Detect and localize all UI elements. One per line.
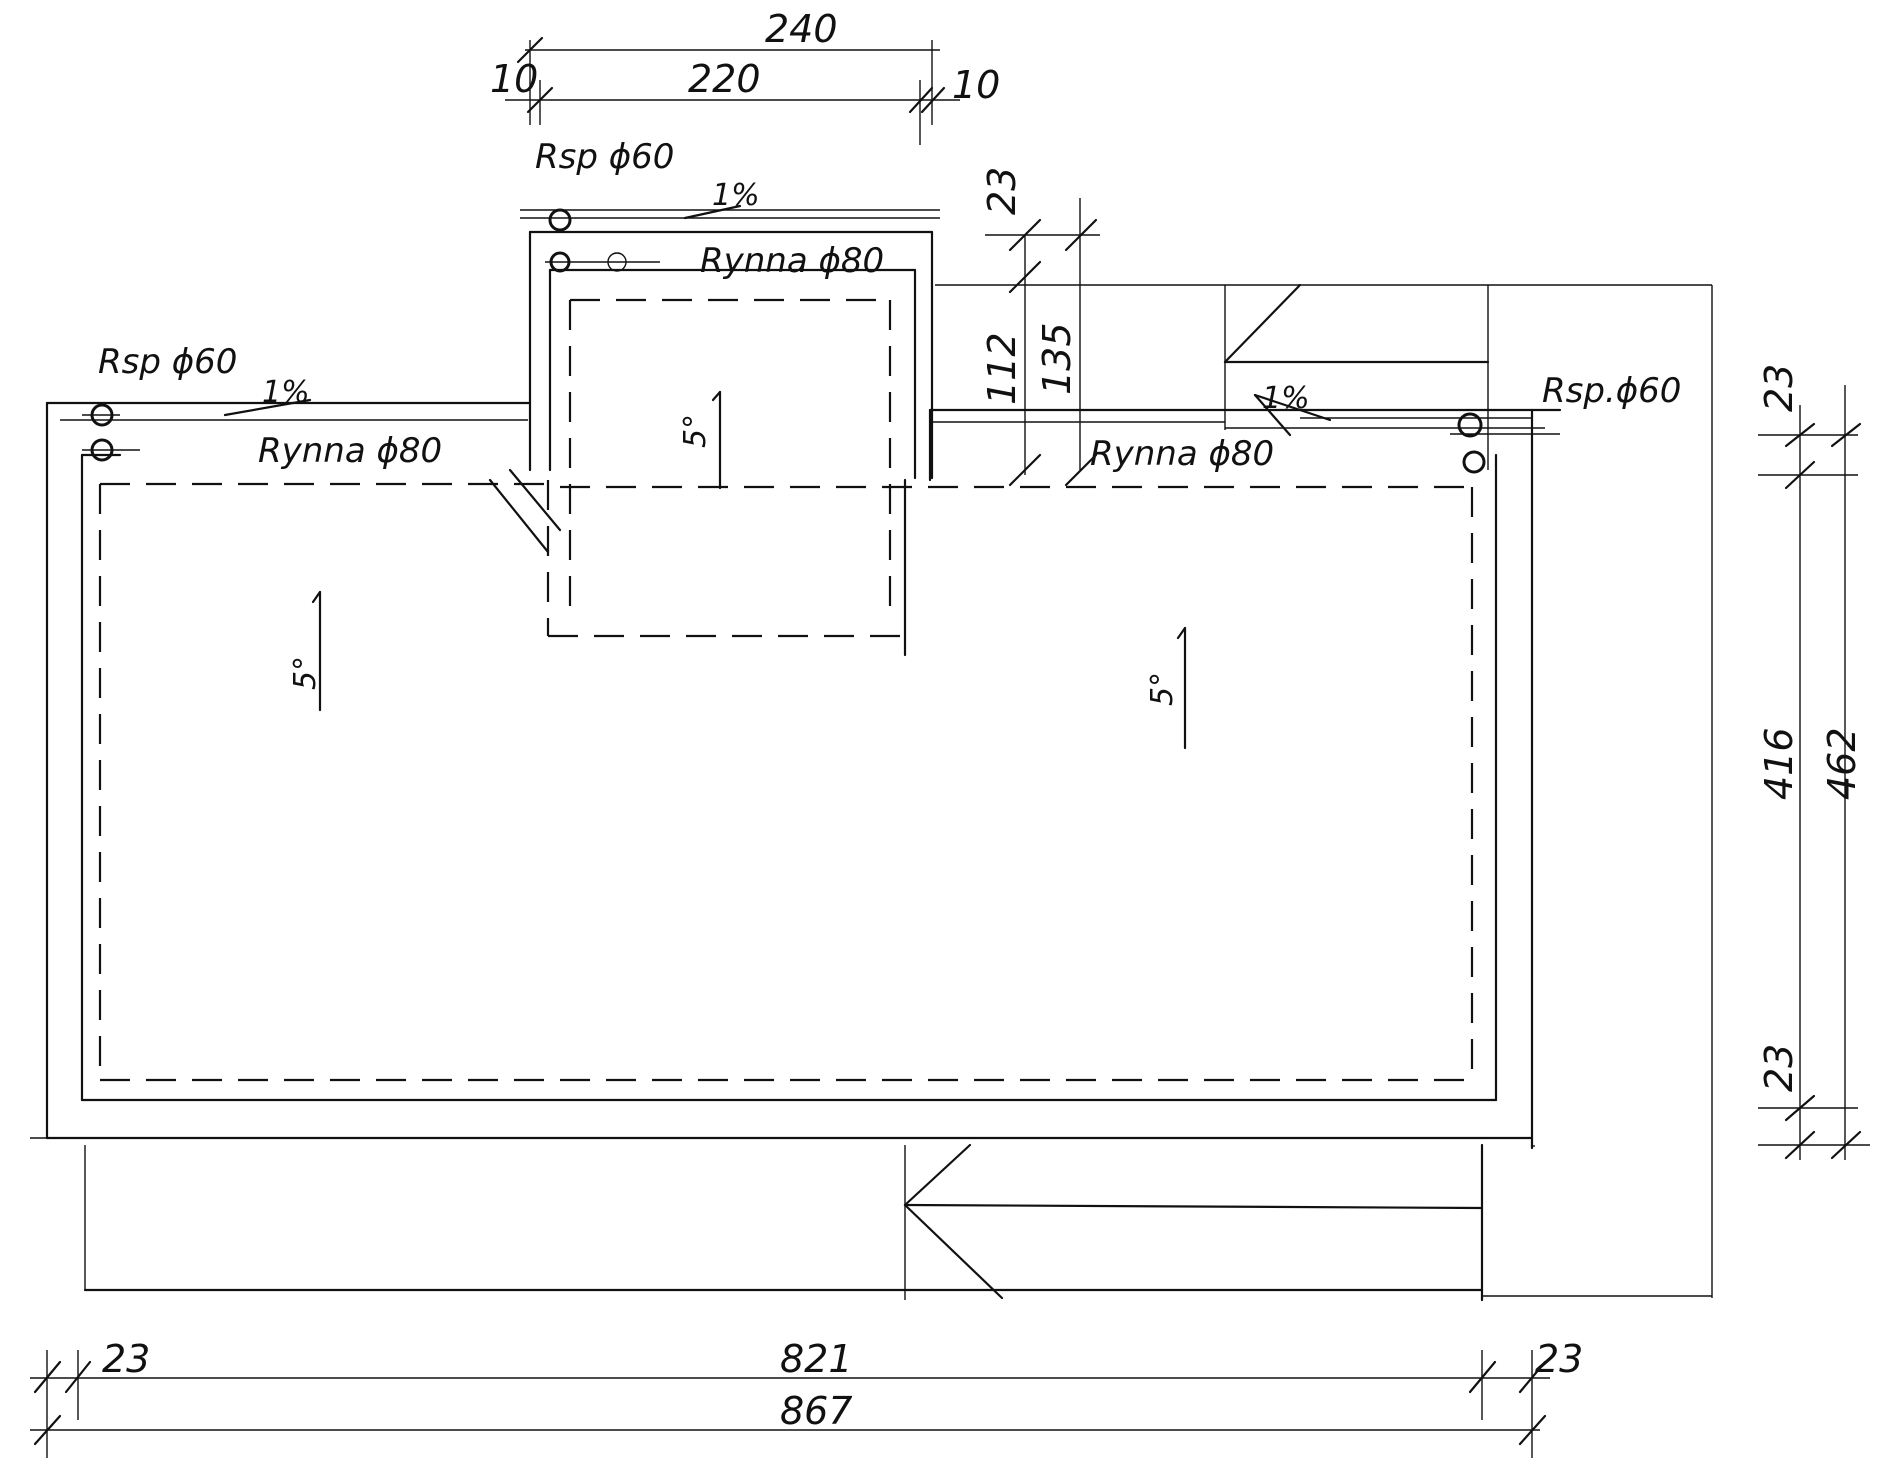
gutters (60, 417, 1532, 421)
dim-far-right (1758, 385, 1870, 1160)
dim-far-right-top: 23 (1757, 364, 1801, 412)
pitch-arrows (311, 390, 1187, 750)
dim-far-right-inner: 416 (1757, 727, 1801, 800)
annex-outline (520, 209, 940, 657)
label-rynna-right: Rynna ϕ80 (1090, 434, 1274, 474)
bottom-extension (83, 1143, 1712, 1302)
dim-bottom-outer: 867 (780, 1389, 853, 1433)
downpipe-icon (1457, 412, 1483, 438)
downpipe-icon (1462, 450, 1486, 474)
right-upper-eaves (930, 283, 1713, 1298)
label-slope-right: 1% (1262, 381, 1310, 416)
dim-top-right-offset: 10 (952, 63, 1000, 107)
dim-right-small-top: 23 (980, 167, 1024, 215)
dim-bottom-right-offset: 23 (1535, 1337, 1583, 1381)
label-pitch-center: 5° (678, 414, 713, 448)
label-rynna-left: Rynna ϕ80 (258, 431, 442, 471)
label-rsp-left: Rsp ϕ60 (98, 342, 237, 382)
downpipe-icon (548, 208, 572, 232)
valley-line-2 (508, 468, 562, 532)
downpipes (82, 208, 1560, 474)
dim-bottom (30, 1350, 1550, 1458)
dim-top (505, 36, 960, 145)
dim-top-left-offset: 10 (490, 57, 538, 101)
dim-right-mid-inner: 112 (980, 332, 1024, 405)
dim-top-inner: 220 (688, 57, 761, 101)
label-slope-top: 1% (712, 178, 760, 213)
dim-far-right-bottom: 23 (1757, 1044, 1801, 1092)
dim-right-annex (985, 198, 1100, 487)
dim-bottom-left-offset: 23 (102, 1337, 150, 1381)
dim-far-right-outer: 462 (1820, 727, 1864, 800)
label-pitch-left: 5° (288, 656, 323, 690)
main-roof-inner-outline (80, 453, 1498, 1102)
valley-line (488, 478, 550, 554)
main-gutter-dashed (98, 482, 1474, 1082)
dim-right-mid-outer: 135 (1035, 322, 1079, 395)
label-rsp-right: Rsp.ϕ60 (1542, 371, 1681, 411)
slope-arrows (223, 204, 1332, 437)
label-pitch-right: 5° (1145, 672, 1180, 706)
label-slope-left: 1% (262, 375, 310, 410)
dim-bottom-inner: 821 (780, 1337, 853, 1381)
drawing-labels: 240 220 10 10 Rsp ϕ60 Rsp ϕ60 Rsp.ϕ60 Ry… (98, 7, 1864, 1433)
main-roof-outline (30, 401, 1562, 1150)
dim-top-total: 240 (765, 7, 838, 51)
label-rynna-top: Rynna ϕ80 (700, 241, 884, 281)
label-rsp-top: Rsp ϕ60 (535, 137, 674, 177)
